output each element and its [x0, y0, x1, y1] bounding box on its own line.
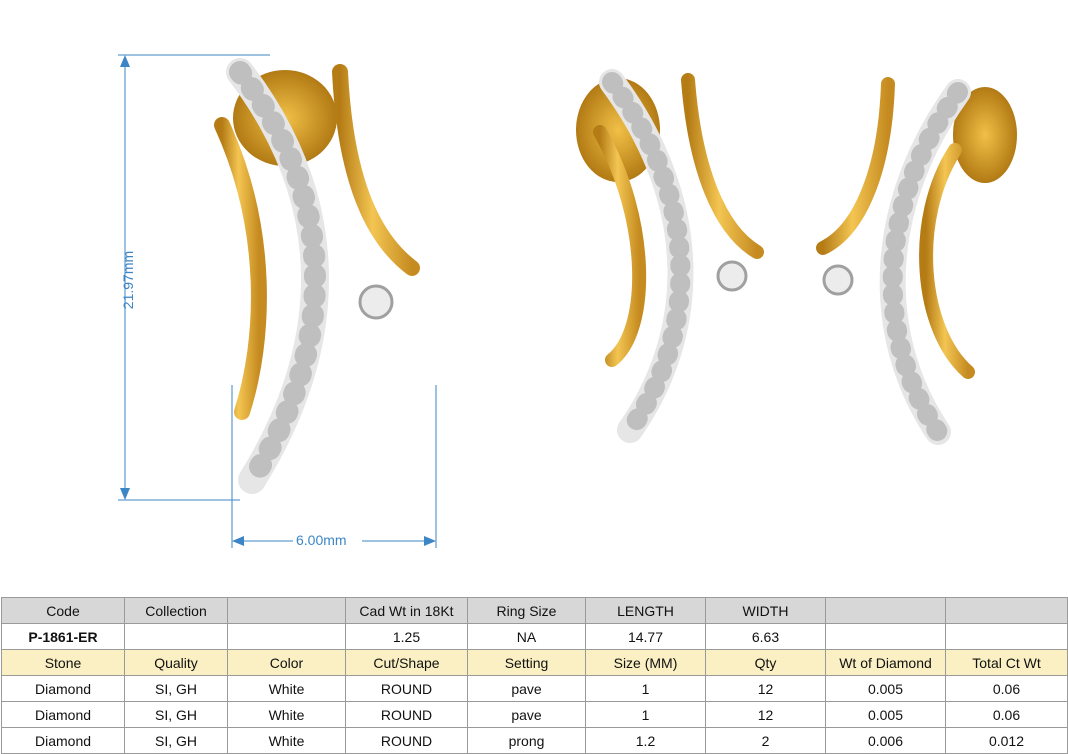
header-cell: Ring Size [467, 597, 586, 624]
table-cell: 0.005 [825, 701, 946, 728]
width-dimension-label: 6.00mm [296, 532, 347, 548]
table-cell [227, 623, 346, 650]
table-cell: 1 [585, 675, 706, 702]
product-code: P-1861-ER [1, 623, 125, 650]
product-illustration [118, 54, 1017, 548]
table-cell: SI, GH [124, 701, 228, 728]
table-cell: 6.63 [705, 623, 826, 650]
header-cell: Size (MM) [585, 649, 706, 676]
stone-header-row: Stone Quality Color Cut/Shape Setting Si… [1, 649, 1068, 676]
table-cell: Diamond [1, 727, 125, 754]
table-cell: ROUND [345, 675, 468, 702]
table-cell: White [227, 727, 346, 754]
table-cell: SI, GH [124, 675, 228, 702]
table-cell: 1.2 [585, 727, 706, 754]
table-cell [945, 623, 1068, 650]
table-cell: 12 [705, 675, 826, 702]
specification-table: Code Collection Cad Wt in 18Kt Ring Size… [1, 597, 1068, 754]
header-cell: Cut/Shape [345, 649, 468, 676]
table-cell: SI, GH [124, 727, 228, 754]
header-cell: Collection [124, 597, 228, 624]
dimension-lines [118, 54, 437, 548]
table-cell: NA [467, 623, 586, 650]
table-cell: pave [467, 675, 586, 702]
header-cell: WIDTH [705, 597, 826, 624]
table-cell: Diamond [1, 675, 125, 702]
table-cell: Diamond [1, 701, 125, 728]
header-cell: Wt of Diamond [825, 649, 946, 676]
table-cell: 0.006 [825, 727, 946, 754]
table-cell: 2 [705, 727, 826, 754]
header-cell: Color [227, 649, 346, 676]
table-row: Diamond SI, GH White ROUND pave 1 12 0.0… [1, 701, 1068, 728]
height-dimension-label: 21.97mm [120, 250, 136, 310]
header-cell [945, 597, 1068, 624]
table-cell: pave [467, 701, 586, 728]
header-cell [227, 597, 346, 624]
header-cell: Setting [467, 649, 586, 676]
header-cell: Qty [705, 649, 826, 676]
table-cell: White [227, 675, 346, 702]
table-cell: 0.06 [945, 675, 1068, 702]
table-row: Diamond SI, GH White ROUND prong 1.2 2 0… [1, 727, 1068, 754]
earring-pair-perspective-view [576, 69, 1017, 445]
table-cell: 1.25 [345, 623, 468, 650]
header-cell: Quality [124, 649, 228, 676]
table-cell: 1 [585, 701, 706, 728]
header-cell: Total Ct Wt [945, 649, 1068, 676]
table-cell [825, 623, 946, 650]
header-cell: Cad Wt in 18Kt [345, 597, 468, 624]
earring-front-view [214, 58, 420, 494]
product-row: P-1861-ER 1.25 NA 14.77 6.63 [1, 623, 1068, 650]
table-cell: White [227, 701, 346, 728]
header-cell [825, 597, 946, 624]
table-cell: 14.77 [585, 623, 706, 650]
table-cell: 0.005 [825, 675, 946, 702]
table-cell: ROUND [345, 701, 468, 728]
table-row: Diamond SI, GH White ROUND pave 1 12 0.0… [1, 675, 1068, 702]
table-cell: 12 [705, 701, 826, 728]
table-cell: 0.012 [945, 727, 1068, 754]
header-cell: Code [1, 597, 125, 624]
table-cell: ROUND [345, 727, 468, 754]
header-cell: LENGTH [585, 597, 706, 624]
table-cell: 0.06 [945, 701, 1068, 728]
table-cell [124, 623, 228, 650]
header-cell: Stone [1, 649, 125, 676]
table-cell: prong [467, 727, 586, 754]
product-header-row: Code Collection Cad Wt in 18Kt Ring Size… [1, 597, 1068, 624]
